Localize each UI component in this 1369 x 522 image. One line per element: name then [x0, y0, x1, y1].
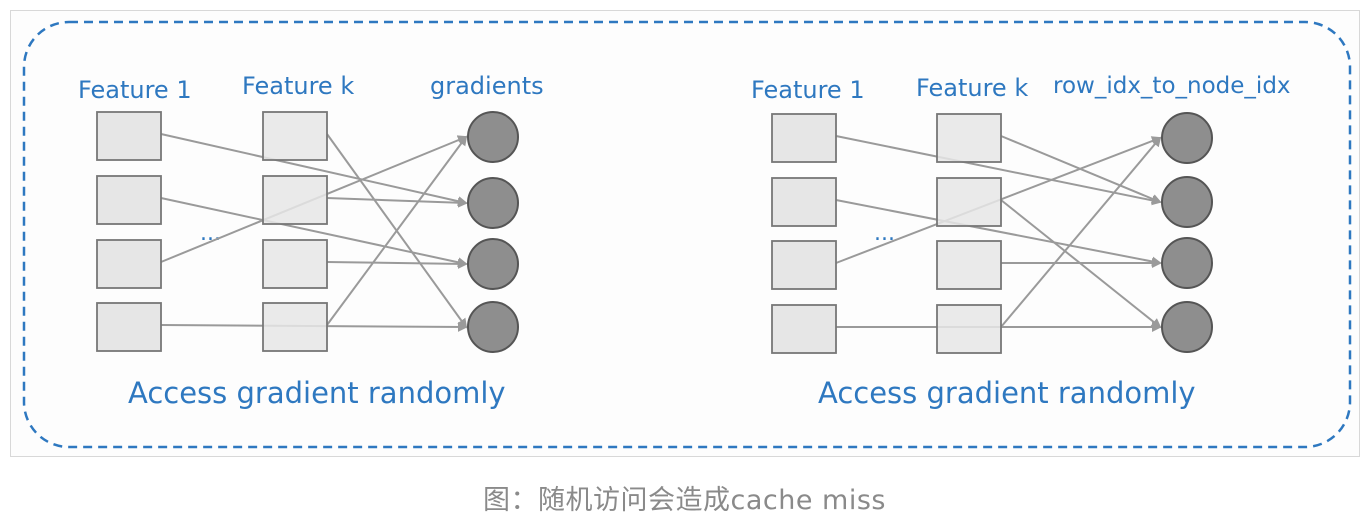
arrow-link: [160, 197, 468, 268]
feature-1-box: [96, 111, 162, 161]
feature-k-box: [936, 113, 1002, 163]
feature-k-box: [936, 240, 1002, 290]
arrow-link: [1000, 135, 1162, 204]
diagram-canvas: Feature 1 Feature k gradients ... Access…: [22, 20, 1352, 449]
left-col2-label: Feature k: [242, 72, 354, 100]
target-node: [1161, 301, 1213, 353]
arrow-link: [835, 199, 1162, 267]
left-gradient-nodes: [467, 111, 519, 353]
dashed-group-border: [22, 20, 1352, 449]
right-col2-label: Feature k: [916, 74, 1028, 102]
left-feature-boxes: [96, 111, 328, 352]
feature-1-box: [771, 240, 837, 290]
arrow-link: [326, 135, 468, 326]
right-ellipsis: ...: [874, 221, 895, 246]
target-node: [1161, 112, 1213, 164]
feature-k-box: [262, 175, 328, 225]
arrow-link: [835, 135, 1162, 206]
target-node: [467, 177, 519, 229]
feature-1-box: [771, 304, 837, 354]
arrow-link: [160, 133, 468, 207]
feature-1-box: [96, 239, 162, 289]
right-feature-boxes: [771, 113, 1002, 354]
arrow-link: [1000, 136, 1162, 328]
target-node: [467, 301, 519, 353]
target-node: [1161, 237, 1213, 289]
left-col1-label: Feature 1: [78, 76, 192, 104]
right-index-nodes: [1161, 112, 1213, 353]
feature-1-box: [771, 177, 837, 227]
feature-k-box: [936, 177, 1002, 227]
feature-k-box: [262, 302, 328, 352]
right-col3-label: row_idx_to_node_idx: [1053, 73, 1291, 99]
arrow-link: [326, 197, 468, 208]
left-col3-label: gradients: [430, 72, 544, 100]
left-footer: Access gradient randomly: [128, 376, 506, 410]
target-node: [467, 238, 519, 290]
feature-1-box: [96, 175, 162, 225]
target-node: [1161, 176, 1213, 228]
right-footer: Access gradient randomly: [818, 376, 1196, 410]
right-col1-label: Feature 1: [751, 76, 865, 104]
feature-1-box: [771, 113, 837, 163]
target-node: [467, 111, 519, 163]
feature-k-box: [262, 239, 328, 289]
figure-caption: 图：随机访问会造成cache miss: [483, 485, 886, 516]
feature-1-box: [96, 302, 162, 352]
feature-k-box: [936, 304, 1002, 354]
arrow-link: [326, 258, 468, 269]
feature-k-box: [262, 111, 328, 161]
figure-frame: [10, 10, 1360, 457]
